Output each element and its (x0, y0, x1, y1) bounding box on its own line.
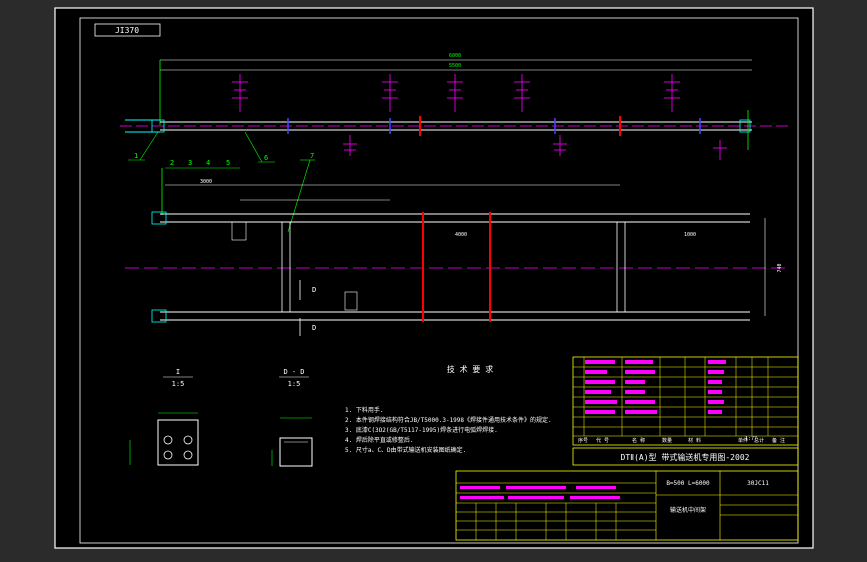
section-dd-label: D - D (283, 368, 304, 376)
detail-i-label: I (176, 368, 180, 376)
dim-mid-2: 4000 (455, 232, 467, 238)
dim-mid-3: 1000 (684, 232, 696, 238)
plan-view: 3000 740 4000 1000 D D (125, 168, 790, 336)
dim-width: 740 (777, 263, 783, 272)
section-d-lower: D (312, 324, 316, 332)
parts-col-name: 名 称 (632, 437, 645, 444)
parts-list: 序号 代 号 名 称 数量 材 料 单件 总计 备 注 (572, 356, 799, 446)
detail-i-scale: 1:5 (172, 380, 185, 388)
dim-top-1: 6000 (449, 53, 461, 59)
part-label-3: 3 (188, 159, 192, 167)
series-title: DTⅡ(A)型 带式输送机专用图-2002 (621, 452, 750, 462)
tech-req-line-3: 3. 底漆C(3O2(GB/T5117-1995)焊条进行电弧焊焊接. (345, 426, 498, 434)
part-label-5: 5 (226, 159, 230, 167)
dim-top-2: 5500 (449, 63, 461, 69)
technical-requirements: 技 术 要 求 1. 下料用手. 2. 本件钢焊接结构符合JB/T5000.3-… (345, 364, 552, 454)
inner-frame (79, 17, 799, 544)
parts-col-no: 序号 (578, 437, 588, 444)
part-label-7: 7 (310, 152, 314, 160)
parts-col-qty: 数量 (662, 437, 672, 444)
tech-req-line-1: 1. 下料用手. (345, 406, 383, 414)
part-leaders (128, 131, 315, 233)
parts-col-total: 总计 (754, 437, 764, 444)
part-label-2: 2 (170, 159, 174, 167)
part-name: 输送机中间架 (670, 506, 706, 514)
section-dd: D - D 1:5 (271, 368, 313, 467)
detail-i: I 1:5 (129, 368, 199, 466)
drawing-border (54, 7, 814, 549)
drawing-number: 30JC11 (747, 480, 769, 487)
scale-value: 1:77 (745, 436, 757, 442)
part-label-4: 4 (206, 159, 210, 167)
dim-mid-1: 3000 (200, 179, 212, 185)
top-view: 6000 5500 (120, 53, 790, 160)
parts-col-unit: 单件 (738, 437, 748, 444)
part-label-1: 1 (134, 152, 138, 160)
drawing-code-box (94, 23, 161, 37)
title-block: DTⅡ(A)型 带式输送机专用图-2002 B=500 L=6000 30JC1… (455, 436, 799, 541)
tech-req-line-5: 5. 尺寸a、C、D由带式输送机安装图纸确定. (345, 446, 466, 454)
parts-col-remark: 备 注 (772, 437, 785, 444)
drawing-code: JI370 (115, 26, 139, 35)
tech-req-line-2: 2. 本件钢焊接结构符合JB/T5000.3-1998《焊接件通用技术条件》的规… (345, 416, 552, 424)
tech-req-line-4: 4. 焊后除平直或修整后. (345, 436, 413, 444)
tech-req-title: 技 术 要 求 (447, 364, 493, 374)
section-d-upper: D (312, 286, 316, 294)
part-label-6: 6 (264, 154, 268, 162)
spec-text: B=500 L=6000 (666, 480, 710, 487)
parts-col-material: 材 料 (688, 437, 701, 444)
section-dd-scale: 1:5 (288, 380, 301, 388)
parts-col-code: 代 号 (596, 437, 609, 444)
